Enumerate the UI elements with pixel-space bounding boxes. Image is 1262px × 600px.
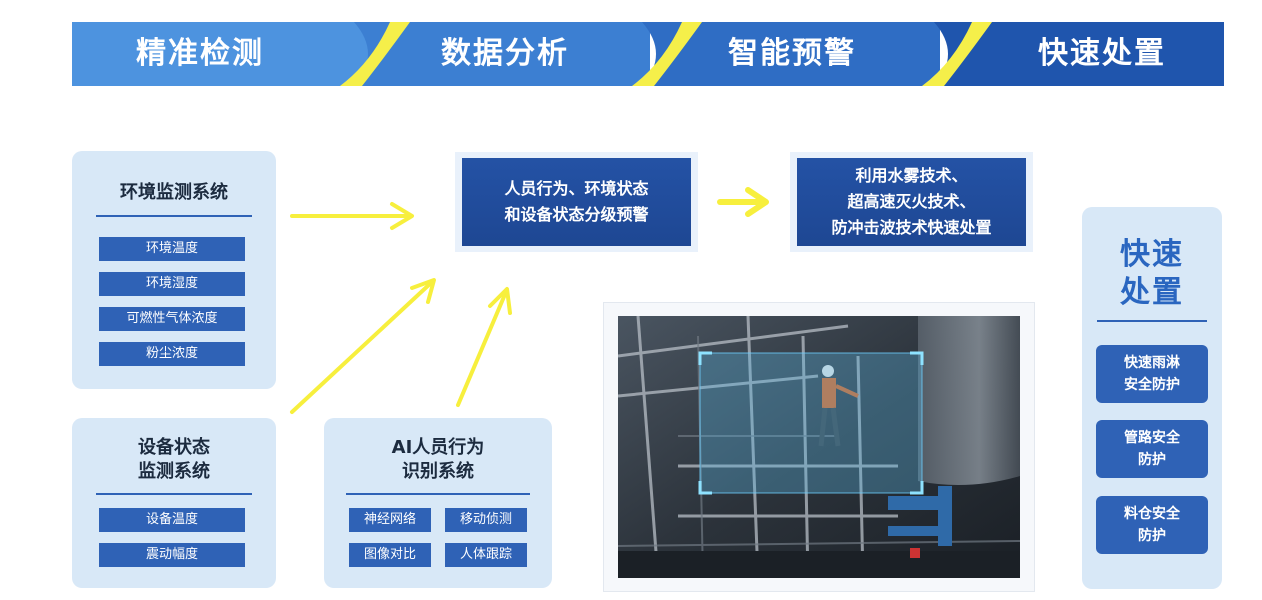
- env-item-humidity: 环境湿度: [99, 272, 245, 296]
- arrow-warning-to-tech: [717, 187, 769, 217]
- env-item-dust: 粉尘浓度: [99, 342, 245, 366]
- env-monitor-title: 环境监测系统: [120, 182, 228, 203]
- rapid-disposal-tech-box: 利用水雾技术、 超高速灭火技术、 防冲击波技术快速处置: [790, 152, 1033, 252]
- stage-label-3: 智能预警: [728, 36, 856, 71]
- worker-figure: [818, 365, 859, 447]
- industrial-scene-image: [618, 316, 1020, 578]
- rapid-title-line1: 快速: [1120, 237, 1184, 272]
- stage-label-1: 精准检测: [136, 36, 264, 71]
- tech-line1: 利用水雾技术、: [855, 166, 968, 185]
- rapid-item-deluge: 快速雨淋 安全防护: [1096, 345, 1208, 403]
- ai-item-neural-network: 神经网络: [349, 508, 431, 532]
- equipment-item-temperature: 设备温度: [99, 508, 245, 532]
- rapid-item-silo-line1: 料仓安全: [1124, 506, 1180, 522]
- stage-bg-4: [934, 22, 1224, 86]
- rapid-item-silo: 料仓安全 防护: [1096, 496, 1208, 554]
- arrow-env-to-warning: [290, 202, 414, 230]
- process-banner: [72, 22, 1224, 86]
- equipment-item-vibration: 震动幅度: [99, 543, 245, 567]
- tech-line3: 防冲击波技术快速处置: [831, 218, 992, 237]
- graded-warning-box: 人员行为、环境状态 和设备状态分级预警: [455, 152, 698, 252]
- warning-line1: 人员行为、环境状态: [504, 179, 649, 198]
- ai-item-body-tracking: 人体跟踪: [445, 543, 527, 567]
- equipment-monitor-panel: 设备状态 监测系统 设备温度 震动幅度: [72, 418, 276, 588]
- rapid-title-line2: 处置: [1120, 275, 1184, 310]
- detection-photo-frame: [603, 302, 1035, 592]
- stage-bg-2: [354, 22, 650, 86]
- warning-line2: 和设备状态分级预警: [504, 205, 649, 224]
- env-item-temperature: 环境温度: [99, 237, 245, 261]
- stage-label-4: 快速处置: [1038, 36, 1166, 71]
- ai-recognition-panel: AI人员行为 识别系统 神经网络 移动侦测 图像对比 人体跟踪: [324, 418, 552, 588]
- equipment-rule: [96, 493, 252, 495]
- tech-line2: 超高速灭火技术、: [847, 192, 976, 211]
- equipment-title-line1: 设备状态: [138, 437, 210, 458]
- rapid-item-silo-line2: 防护: [1138, 528, 1166, 544]
- equipment-title-line2: 监测系统: [138, 461, 210, 482]
- env-monitor-panel: 环境监测系统 环境温度 环境湿度 可燃性气体浓度 粉尘浓度: [72, 151, 276, 389]
- stage-label-2: 数据分析: [441, 36, 569, 71]
- ai-title-line2: 识别系统: [402, 461, 474, 482]
- stage-bg-3: [642, 22, 940, 86]
- ai-item-image-compare: 图像对比: [349, 543, 431, 567]
- rapid-item-pipeline-line1: 管路安全: [1124, 430, 1180, 446]
- ai-rule: [346, 493, 530, 495]
- stage-bg-1: [72, 22, 372, 86]
- env-monitor-rule: [96, 215, 252, 217]
- swoosh-3: [922, 22, 992, 86]
- ai-item-motion-detection: 移动侦测: [445, 508, 527, 532]
- rapid-item-pipeline-line2: 防护: [1138, 452, 1166, 468]
- env-item-gas: 可燃性气体浓度: [99, 307, 245, 331]
- rapid-item-deluge-line1: 快速雨淋: [1124, 355, 1180, 371]
- swoosh-1: [340, 22, 410, 86]
- swoosh-2: [632, 22, 702, 86]
- rapid-rule: [1097, 320, 1207, 322]
- rapid-item-pipeline: 管路安全 防护: [1096, 420, 1208, 478]
- rapid-item-deluge-line2: 安全防护: [1124, 377, 1180, 393]
- ai-title-line1: AI人员行为: [391, 437, 485, 458]
- arrow-ai-to-warning: [456, 287, 512, 407]
- arrow-equipment-to-warning: [290, 278, 436, 414]
